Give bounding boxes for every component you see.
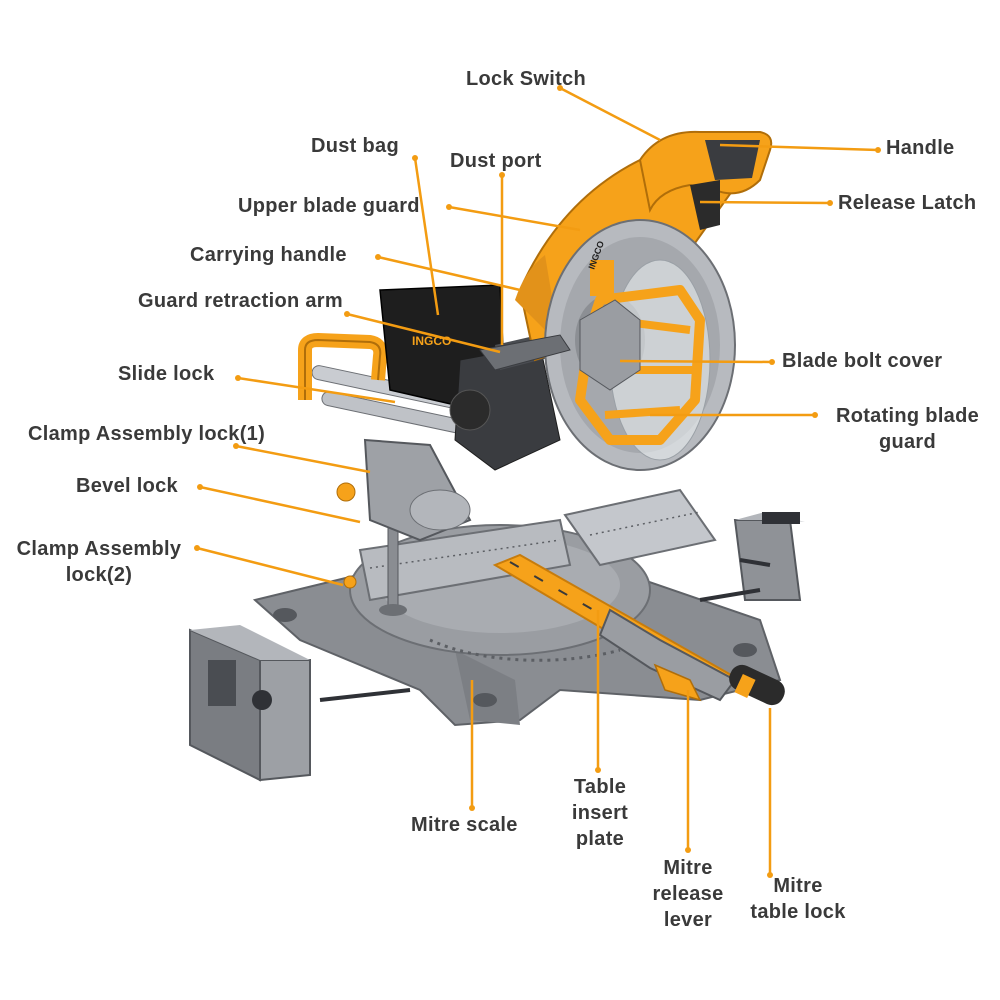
label-mitre-table-lock-line2: table lock xyxy=(750,901,846,923)
blade-bolt-cover xyxy=(579,299,641,391)
label-dust-port: Dust port xyxy=(450,150,542,172)
label-table-insert-plate-line2: insert xyxy=(571,802,629,824)
label-mitre-scale: Mitre scale xyxy=(411,814,518,836)
label-table-insert-plate: Table insert plate xyxy=(548,774,652,852)
label-rotating-blade-guard-line1: Rotating blade xyxy=(835,405,980,427)
label-release-latch: Release Latch xyxy=(838,192,977,214)
label-slide-lock: Slide lock xyxy=(118,363,215,385)
leader-lines xyxy=(196,86,879,875)
main-handle xyxy=(638,130,773,230)
label-guard-retraction-arm: Guard retraction arm xyxy=(138,290,343,312)
label-clamp-assembly-lock-1: Clamp Assembly lock(1) xyxy=(28,423,266,445)
bevel-arm xyxy=(363,438,472,542)
label-dust-bag: Dust bag xyxy=(311,135,399,157)
label-mitre-release-lever: Mitre release lever xyxy=(640,855,736,933)
label-bevel-lock: Bevel lock xyxy=(76,475,178,497)
label-clamp-assembly-lock-2-line2: lock(2) xyxy=(65,564,133,586)
label-lock-switch: Lock Switch xyxy=(466,68,586,90)
guard-retraction-arm xyxy=(479,334,571,371)
extension-rods xyxy=(319,558,771,702)
label-upper-blade-guard: Upper blade guard xyxy=(238,195,420,217)
label-handle: Handle xyxy=(886,137,955,159)
fence xyxy=(358,488,717,602)
label-table-insert-plate-line3: plate xyxy=(575,828,625,850)
label-clamp-assembly-lock-2: Clamp Assembly lock(2) xyxy=(6,536,192,588)
label-mitre-release-lever-line3: lever xyxy=(663,909,713,931)
label-blade-bolt-cover: Blade bolt cover xyxy=(782,350,943,372)
label-mitre-release-lever-line1: Mitre xyxy=(663,857,713,879)
label-rotating-blade-guard-line2: guard xyxy=(878,431,937,453)
label-mitre-table-lock-line1: Mitre xyxy=(773,875,823,897)
right-support xyxy=(733,512,805,601)
leader-dots xyxy=(194,85,881,878)
label-table-insert-plate-line1: Table xyxy=(573,776,627,798)
label-mitre-release-lever-line2: release xyxy=(652,883,724,905)
label-mitre-table-lock: Mitre table lock xyxy=(738,873,858,925)
carrying-handle xyxy=(298,333,388,400)
left-support xyxy=(189,625,311,782)
label-rotating-blade-guard: Rotating blade guard xyxy=(825,403,990,455)
label-clamp-assembly-lock-2-line1: Clamp Assembly xyxy=(16,538,182,560)
label-carrying-handle: Carrying handle xyxy=(190,244,347,266)
